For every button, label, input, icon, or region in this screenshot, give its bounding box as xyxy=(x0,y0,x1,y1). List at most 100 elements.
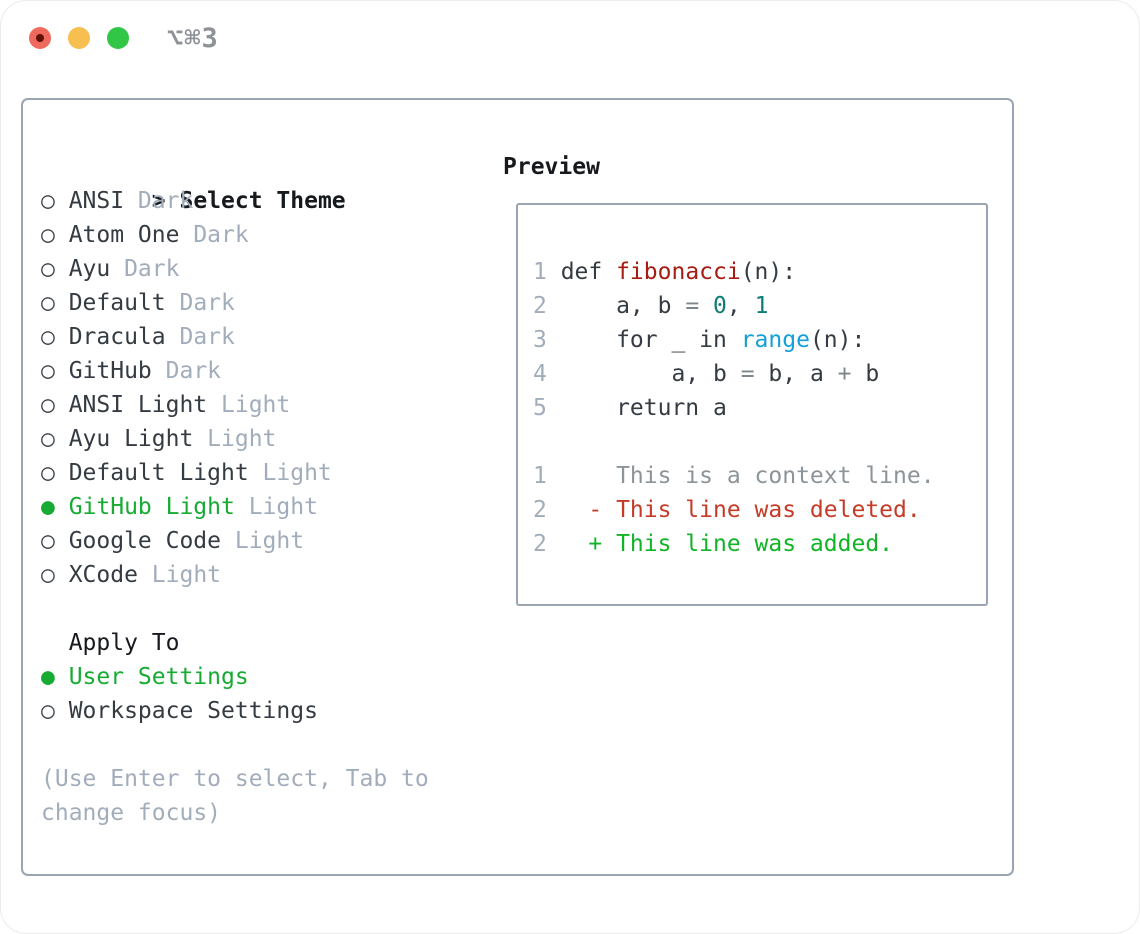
theme-variant-badge: Light xyxy=(221,392,291,418)
code-token-code: , xyxy=(726,293,755,319)
radio-icon: ○ xyxy=(41,698,55,724)
radio-icon: ○ xyxy=(41,188,55,214)
code-token-op: = xyxy=(685,293,714,319)
theme-name: Dracula xyxy=(68,324,166,350)
theme-option-default-light[interactable]: ○ Default Light Light xyxy=(41,456,491,490)
theme-variant-badge: Dark xyxy=(137,188,194,214)
code-token-add: + This line was added. xyxy=(560,531,894,557)
code-token-code: (n): xyxy=(809,327,866,353)
theme-name: Google Code xyxy=(68,528,222,554)
select-theme-header-row: >Select Theme xyxy=(41,150,491,214)
theme-name: Default xyxy=(68,290,166,316)
code-token-code: a, b xyxy=(560,293,686,319)
theme-variant-badge: Dark xyxy=(124,256,180,282)
line-number: 2 xyxy=(533,293,547,319)
theme-name: Ayu Light xyxy=(68,426,194,452)
preview-line: 4 a, b = b, a + b xyxy=(533,357,986,391)
theme-name: ANSI Light xyxy=(68,392,208,418)
theme-name: Default Light xyxy=(68,460,249,486)
zoom-button[interactable] xyxy=(107,27,129,49)
select-theme-header: Select Theme xyxy=(179,188,346,214)
theme-name: Atom One xyxy=(68,222,180,248)
minimize-button[interactable] xyxy=(68,27,90,49)
theme-variant-badge: Light xyxy=(248,494,318,520)
theme-name: GitHub Light xyxy=(68,494,235,520)
code-token-code: b, a xyxy=(768,361,838,387)
radio-icon: ○ xyxy=(41,426,55,452)
theme-variant-badge: Light xyxy=(262,460,332,486)
theme-variant-badge: Dark xyxy=(179,290,235,316)
apply-option-user-settings[interactable]: ●User Settings xyxy=(41,660,491,694)
code-token-del: - This line was deleted. xyxy=(560,497,921,523)
line-number: 1 xyxy=(533,463,547,489)
code-token-op: + xyxy=(837,361,866,387)
radio-icon: ○ xyxy=(41,324,55,350)
radio-icon: ○ xyxy=(41,222,55,248)
radio-icon: ● xyxy=(41,494,55,520)
line-number: 2 xyxy=(533,497,547,523)
code-token-code: b xyxy=(865,361,880,387)
theme-option-github[interactable]: ○ GitHub Dark xyxy=(41,354,491,388)
apply-option-workspace-settings[interactable]: ○ Workspace Settings xyxy=(41,694,491,728)
line-number: 4 xyxy=(533,361,547,387)
theme-name: GitHub xyxy=(68,358,152,384)
theme-variant-badge: Light xyxy=(207,426,277,452)
titlebar: ⌥⌘3 xyxy=(1,1,1139,77)
apply-option-label: User Settings xyxy=(68,664,249,690)
code-token-op: = xyxy=(740,361,769,387)
theme-option-ayu-light[interactable]: ○ Ayu Light Light xyxy=(41,422,491,456)
code-token-func: fibonacci xyxy=(616,259,741,285)
hint-line-2: change focus) xyxy=(41,800,222,826)
preview-line: 2 a, b = 0, 1 xyxy=(533,289,986,323)
close-button[interactable] xyxy=(29,27,51,49)
theme-variant-badge: Dark xyxy=(179,324,235,350)
preview-line: 2 + This line was added. xyxy=(533,527,986,561)
code-token-builtin: range xyxy=(740,327,810,353)
code-token-code: (n): xyxy=(740,259,797,285)
radio-icon: ○ xyxy=(41,290,55,316)
code-token-code: return a xyxy=(560,395,727,421)
preview-line: 5 return a xyxy=(533,391,986,425)
apply-to-options: ●User Settings ○ Workspace Settings xyxy=(41,660,491,728)
line-number: 3 xyxy=(533,327,547,353)
theme-variant-badge: Light xyxy=(151,562,222,588)
radio-icon: ○ xyxy=(41,562,55,588)
theme-option-ansi[interactable]: ○ ANSI Dark xyxy=(41,184,491,218)
preview-line xyxy=(533,425,986,459)
theme-option-ansi-light[interactable]: ○ ANSI Light Light xyxy=(41,388,491,422)
preview-header: Preview xyxy=(503,154,600,180)
radio-icon: ○ xyxy=(41,256,55,282)
code-token-num: 1 xyxy=(754,293,769,319)
preview-line: 1 This is a context line. xyxy=(533,459,986,493)
theme-option-github-light[interactable]: ● GitHub Light Light xyxy=(41,490,491,524)
hint-line-1: (Use Enter to select, Tab to xyxy=(41,766,429,792)
keyboard-hint: (Use Enter to select, Tab to change focu… xyxy=(41,762,491,830)
theme-variant-badge: Dark xyxy=(165,358,222,384)
radio-icon: ○ xyxy=(41,392,55,418)
theme-option-default[interactable]: ○ Default Dark xyxy=(41,286,491,320)
radio-icon: ○ xyxy=(41,460,55,486)
apply-option-label: Workspace Settings xyxy=(68,698,318,724)
theme-name: ANSI xyxy=(68,188,125,214)
line-number: 2 xyxy=(533,531,547,557)
line-number: 5 xyxy=(533,395,547,421)
code-token-context: This is a context line. xyxy=(560,463,935,489)
window-title-shortcut: ⌥⌘3 xyxy=(167,23,219,54)
code-token-code: a, b xyxy=(560,361,741,387)
apply-to-section: Apply To ●User Settings ○ Workspace Settin… xyxy=(41,626,491,728)
theme-option-dracula[interactable]: ○ Dracula Dark xyxy=(41,320,491,354)
preview-line: 3 for _ in range(n): xyxy=(533,323,986,357)
apply-to-header: Apply To xyxy=(68,630,180,656)
preview-line: 2 - This line was deleted. xyxy=(533,493,986,527)
radio-icon: ○ xyxy=(41,358,55,384)
